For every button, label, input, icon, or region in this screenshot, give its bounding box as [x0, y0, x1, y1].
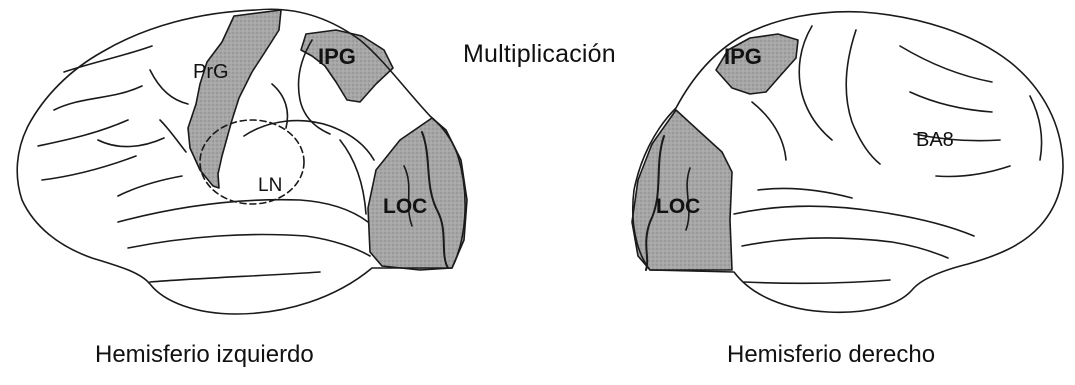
right-label-loc: LOC [656, 196, 700, 217]
left-label-loc: LOC [383, 196, 427, 217]
right-label-ba8: BA8 [916, 130, 954, 150]
left-label-ipg: IPG [318, 46, 356, 68]
left-loc-region [368, 118, 467, 270]
left-label-ln: LN [258, 176, 282, 195]
diagram-title: Multiplicación [463, 42, 616, 67]
left-label-prg: PrG [193, 62, 229, 82]
right-hemisphere [632, 12, 1063, 313]
left-prg-region [188, 10, 281, 188]
right-label-ipg: IPG [724, 46, 762, 68]
right-hemisphere-caption: Hemisferio derecho [727, 343, 935, 367]
left-hemisphere-caption: Hemisferio izquierdo [95, 343, 314, 367]
left-hemisphere [17, 9, 467, 314]
